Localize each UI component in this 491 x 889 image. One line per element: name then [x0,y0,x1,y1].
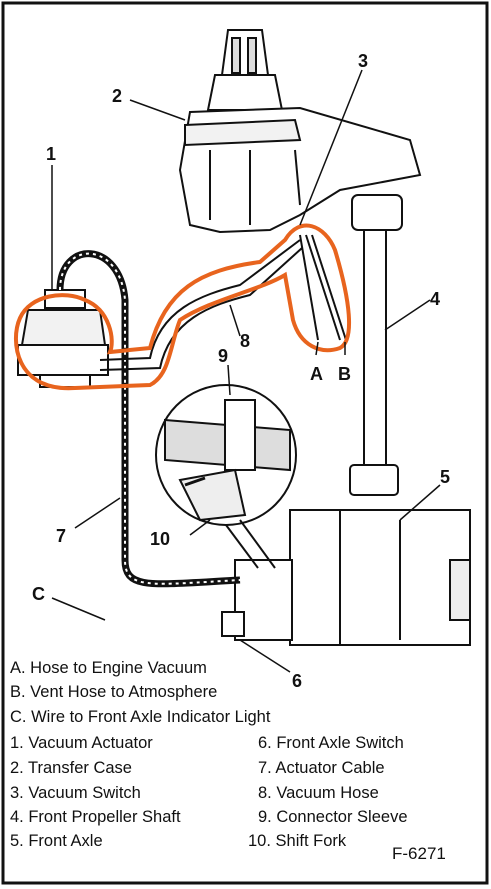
legend-item-c: C. Wire to Front Axle Indicator Light [10,708,271,726]
legend-item-9: 9. Connector Sleeve [258,808,408,826]
callout-6: 6 [292,671,302,691]
callout-4: 4 [430,289,440,309]
legend-item-2: 2. Transfer Case [10,759,132,777]
callout-10: 10 [150,529,170,549]
callout-1: 1 [46,144,56,164]
vacuum-hoses [99,234,347,371]
leader-lines [51,69,441,673]
callout-9: 9 [218,346,228,366]
legend-item-3: 3. Vacuum Switch [10,784,141,802]
callout-c: C [32,584,45,604]
legend-item-8: 8. Vacuum Hose [258,784,379,802]
legend-item-4: 4. Front Propeller Shaft [10,808,181,826]
callout-a: A [310,364,323,384]
legend-item-6: 6. Front Axle Switch [258,734,404,752]
legend-item-1: 1. Vacuum Actuator [10,734,153,752]
figure-id: F-6271 [392,844,446,863]
callout-7: 7 [56,526,66,546]
legend-item-b: B. Vent Hose to Atmosphere [10,683,218,701]
callout-b: B [338,364,351,384]
callout-8: 8 [240,331,250,351]
highlight-outline [13,223,351,391]
legend-item-5: 5. Front Axle [10,832,103,850]
legend-item-10: 10. Shift Fork [248,832,347,850]
callout-3: 3 [358,51,368,71]
legend-item-7: 7. Actuator Cable [258,759,385,777]
detail-circle [155,384,297,569]
callout-5: 5 [440,467,450,487]
front-propeller-shaft [349,194,403,496]
front-axle [221,509,471,646]
callout-2: 2 [112,86,122,106]
legend-item-a: A. Hose to Engine Vacuum [10,659,207,677]
transfer-case [178,29,422,234]
